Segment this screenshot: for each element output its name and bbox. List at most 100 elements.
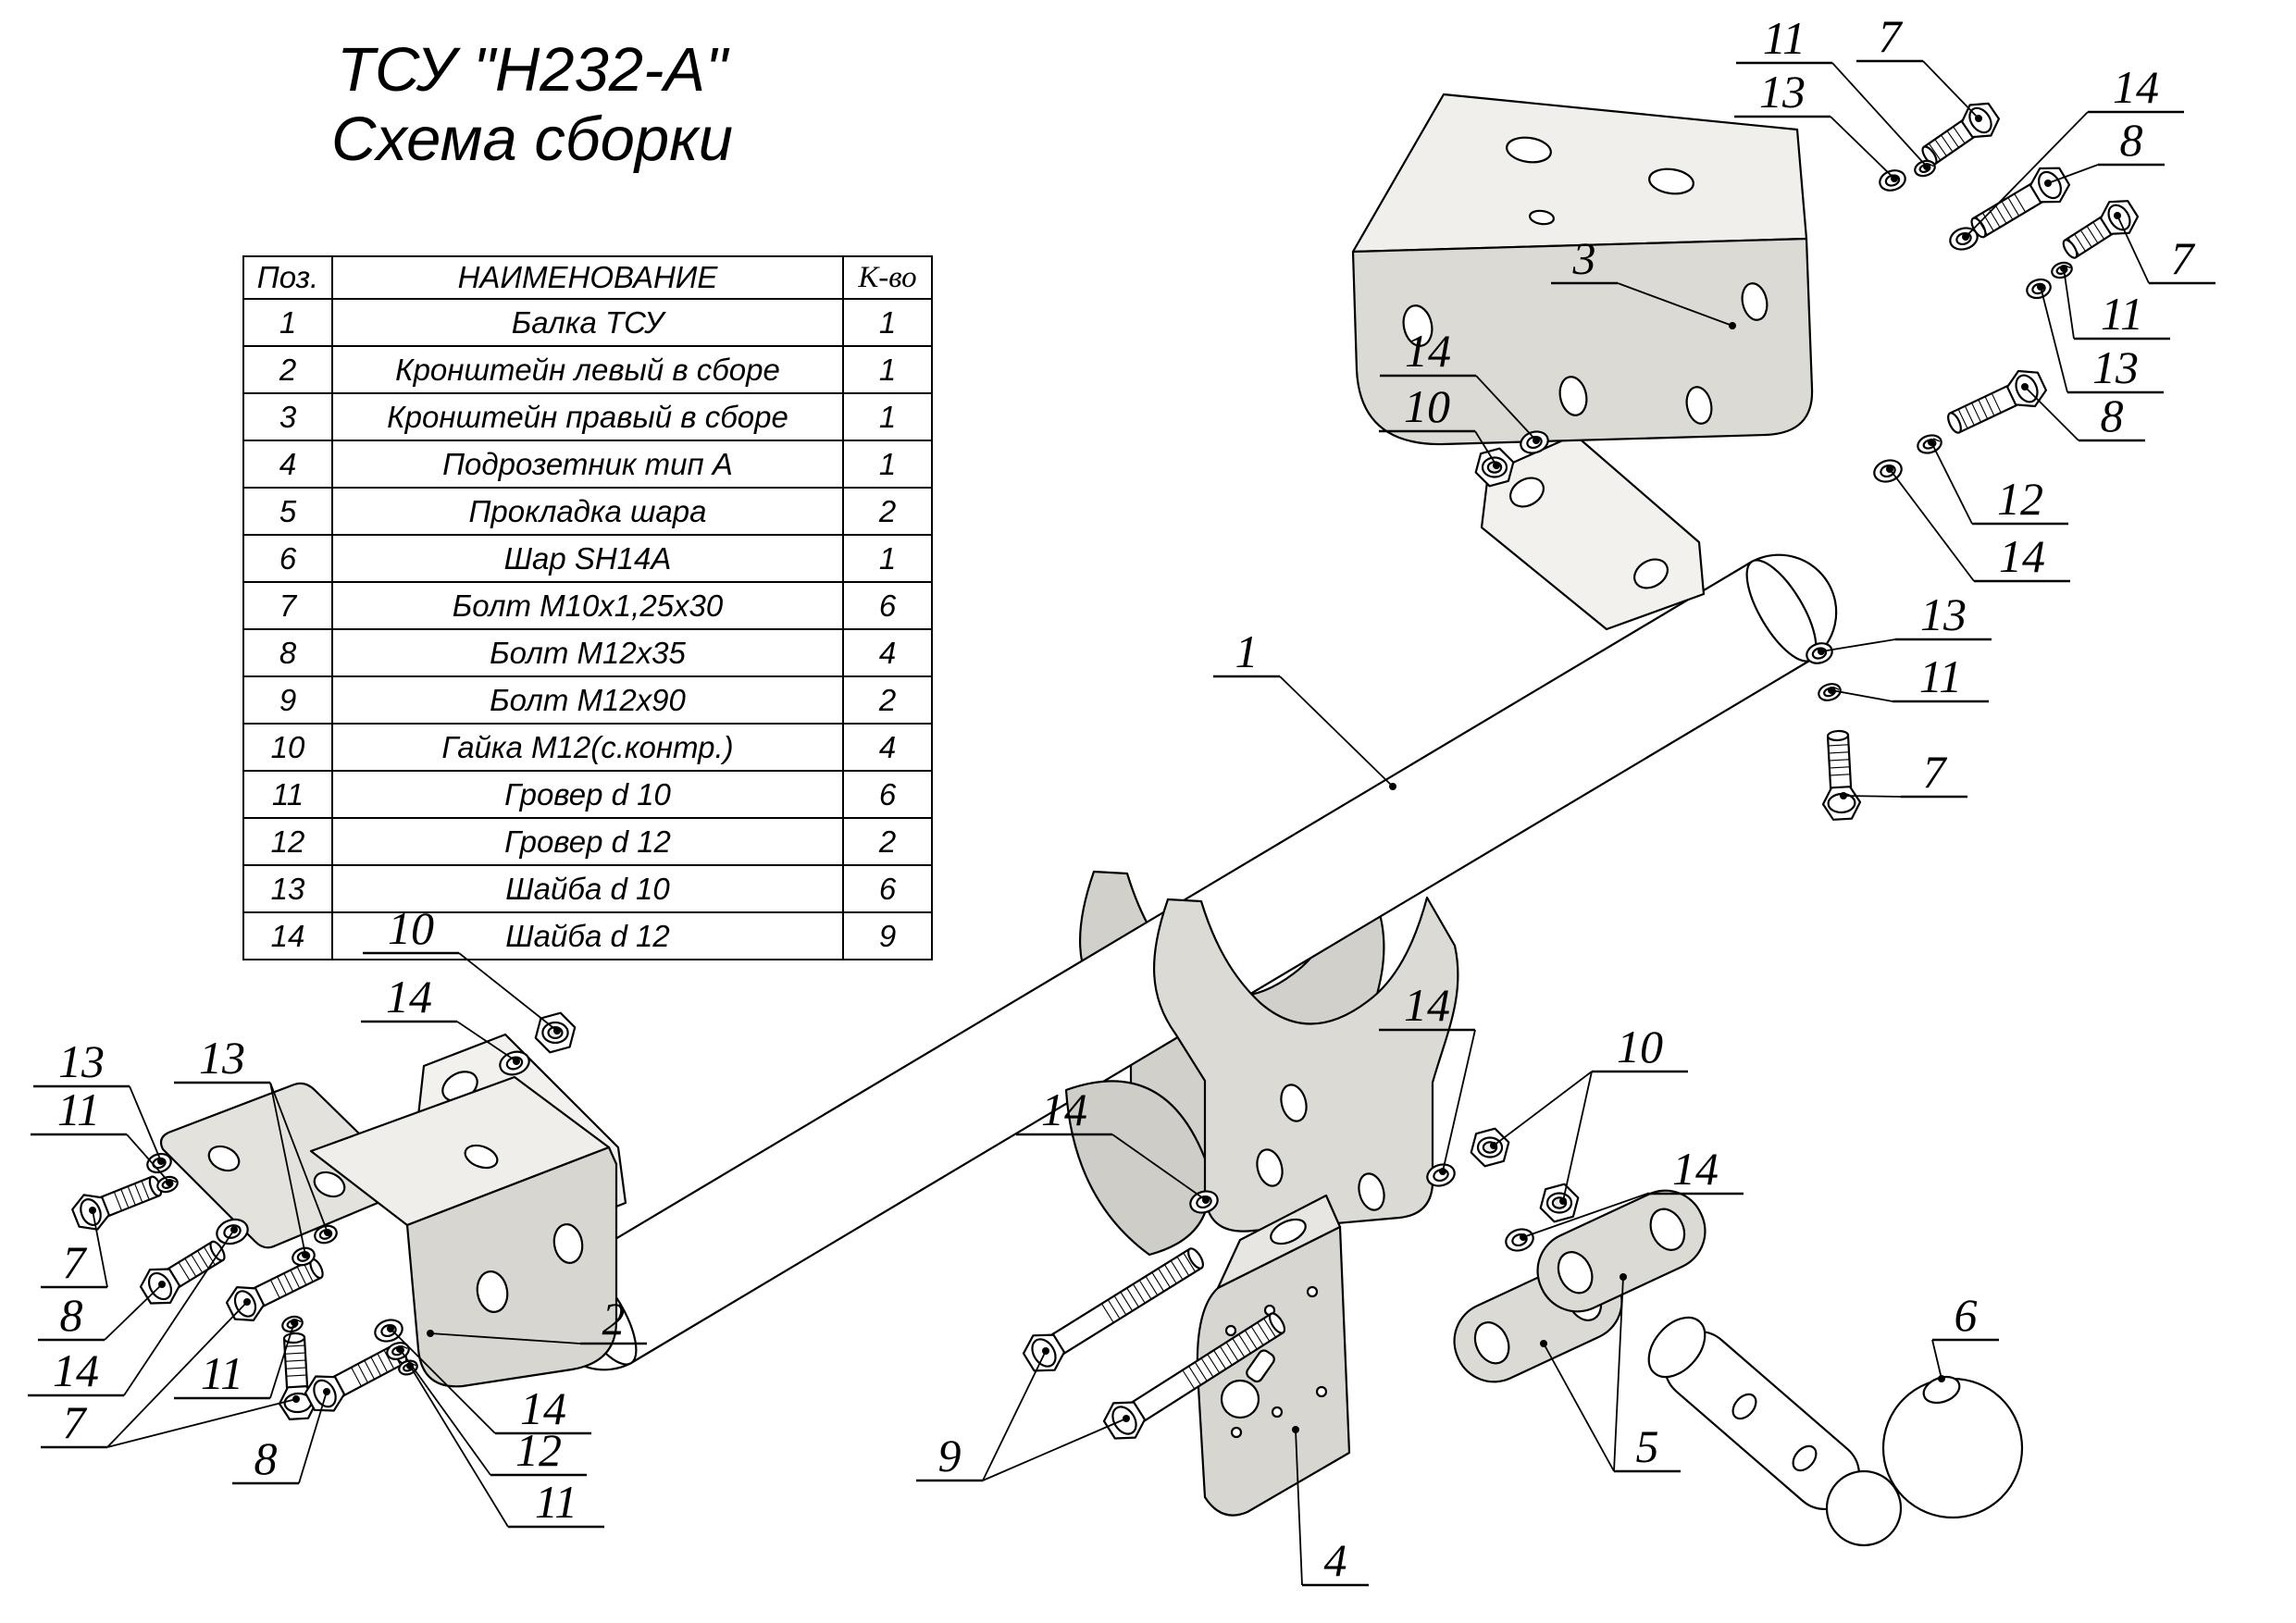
cell-qty: 4	[842, 628, 933, 677]
callout-number: 14	[1999, 530, 2045, 582]
cell-qty: 4	[842, 723, 933, 772]
callout-2: 2	[427, 1293, 647, 1345]
cell-pos: 6	[242, 534, 333, 583]
callout-14: 14	[28, 1226, 238, 1397]
callout-14: 14	[1380, 325, 1540, 444]
callout-number: 14	[1672, 1143, 1719, 1195]
cell-name: Болт М12х90	[331, 675, 844, 725]
callout-7: 7	[1856, 10, 1982, 122]
cell-name: Болт М12х35	[331, 628, 844, 677]
callout-number: 14	[1041, 1084, 1087, 1135]
washer	[1505, 1228, 1534, 1252]
cell-name: Подрозетник тип А	[331, 440, 844, 489]
fork-fin-plate	[1064, 1080, 1210, 1257]
callout-11: 11	[31, 1084, 173, 1186]
callout-number: 7	[63, 1396, 88, 1448]
callout-number: 7	[63, 1236, 88, 1288]
cell-pos: 11	[242, 770, 333, 819]
cell-qty: 2	[842, 817, 933, 866]
callout-11: 11	[174, 1319, 298, 1400]
callout-11: 11	[2060, 265, 2170, 341]
cell-pos: 12	[242, 817, 333, 866]
callout-5: 5	[1540, 1273, 1681, 1473]
beam-right-bracket-plate	[1480, 433, 1706, 631]
cell-qty: 6	[842, 770, 933, 819]
callout-14: 14	[1016, 1084, 1210, 1204]
callout-7: 7	[41, 1298, 300, 1449]
callout-number: 8	[2101, 390, 2124, 441]
callout-3: 3	[1551, 232, 1736, 329]
cell-name: Гайка М12(с.контр.)	[331, 723, 844, 772]
header-qty: К-во	[842, 255, 933, 300]
left-bracket	[159, 1075, 618, 1388]
callout-number: 12	[1997, 473, 2043, 525]
callout-7: 7	[41, 1207, 108, 1289]
ball-gasket-plates	[1453, 1189, 1706, 1383]
callout-number: 7	[1879, 10, 1904, 62]
callout-6: 6	[1931, 1289, 1999, 1382]
callout-11: 11	[406, 1362, 604, 1529]
lock-nut	[1470, 1127, 1510, 1168]
callout-1: 1	[1213, 626, 1396, 790]
cell-pos: 1	[242, 298, 333, 347]
cell-qty: 2	[842, 675, 933, 725]
ball-sphere	[1881, 1377, 2024, 1519]
callout-12: 12	[396, 1345, 587, 1477]
bolt	[225, 1258, 324, 1322]
callout-14: 14	[1379, 979, 1476, 1175]
callout-9: 9	[916, 1347, 1130, 1482]
header-name: НАИМЕНОВАНИЕ	[331, 255, 844, 300]
title-line-2: Схема сборки	[330, 105, 734, 175]
callout-number: 13	[2092, 341, 2139, 393]
right-bracket	[1351, 93, 1814, 446]
header-pos: Поз.	[242, 255, 333, 300]
callout-10: 10	[1379, 380, 1500, 469]
callout-14: 14	[361, 971, 520, 1065]
callout-4: 4	[1292, 1426, 1369, 1587]
bolt	[71, 1175, 163, 1231]
callout-number: 5	[1636, 1420, 1659, 1472]
parts-table-header-row: Поз. НАИМЕНОВАНИЕ К-во	[242, 255, 933, 300]
bolt	[2062, 200, 2140, 259]
cell-pos: 5	[242, 487, 333, 536]
callout-13: 13	[2037, 283, 2164, 394]
callout-13: 13	[1734, 66, 1898, 182]
callout-number: 8	[60, 1289, 83, 1341]
callout-number: 11	[201, 1347, 243, 1399]
tow-ball	[1647, 1316, 2024, 1547]
callout-number: 14	[386, 971, 432, 1022]
callout-number: 8	[254, 1432, 278, 1484]
cell-pos: 4	[242, 440, 333, 489]
callout-number: 3	[1572, 232, 1596, 284]
cell-name: Гровер d 10	[331, 770, 844, 819]
callout-number: 9	[938, 1430, 962, 1481]
callout-number: 11	[1763, 12, 1806, 64]
callout-number: 2	[602, 1293, 626, 1344]
bolt	[1921, 102, 2000, 166]
callout-12: 12	[1928, 439, 2068, 526]
cell-name: Балка ТСУ	[331, 298, 844, 347]
cell-qty: 2	[842, 487, 933, 536]
callout-8: 8	[38, 1281, 166, 1342]
center-fork-bracket-front	[1152, 896, 1459, 1233]
callout-13: 13	[1818, 588, 1992, 655]
cell-pos: 13	[242, 864, 333, 913]
bolt	[1821, 729, 1862, 821]
callout-14: 14	[1520, 1143, 1744, 1241]
callout-number: 11	[2101, 288, 2143, 340]
callout-10: 10	[1490, 1021, 1688, 1205]
bolt	[278, 1332, 318, 1421]
